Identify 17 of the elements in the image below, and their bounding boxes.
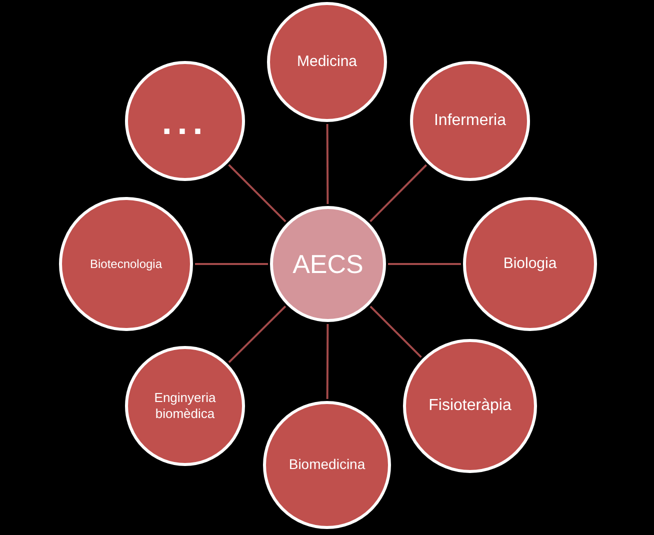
connector-line <box>228 164 286 222</box>
circle-label: Enginyeria biomèdica <box>153 390 217 422</box>
connector-line <box>228 306 286 364</box>
circle-label: Fisioteràpia <box>428 396 512 416</box>
connector-line <box>370 164 428 222</box>
circle-label: Biotecnologia <box>90 256 162 272</box>
circle-label: ... <box>162 100 208 144</box>
circle-label: AECS <box>292 248 364 280</box>
circle-label: Infermeria <box>434 111 506 131</box>
circle-label: Biologia <box>503 254 557 274</box>
connector-line <box>326 124 329 204</box>
connector-line <box>388 263 461 265</box>
connector-line <box>195 263 268 265</box>
circle-label: Biomedicina <box>288 456 366 474</box>
circle-label: Medicina <box>296 52 358 72</box>
connector-line <box>370 306 422 358</box>
connector-line <box>326 324 329 399</box>
